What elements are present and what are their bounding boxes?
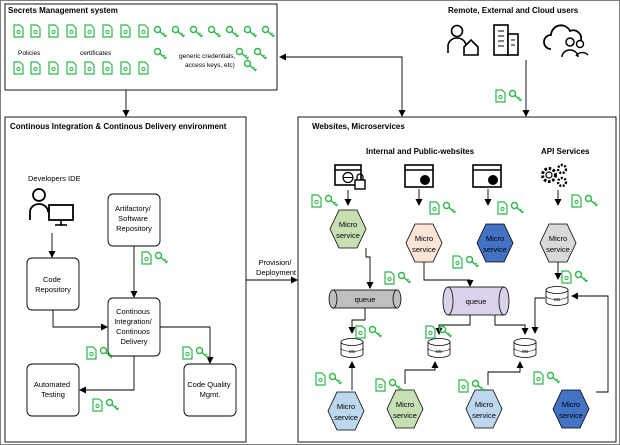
code-repository-label: Code Repository [35,275,71,294]
document-key-icon [138,24,149,38]
policies-label: Policies [18,50,41,57]
database-icon: DB [545,286,569,306]
secrets-title: Secrets Management system [8,6,118,15]
document-key-icon [48,61,59,75]
developers-ide-label: Developers IDE [28,174,81,183]
document-key-icon [102,61,113,75]
queue-lilac: queue [442,286,510,316]
provision-label: Provision/ Deployment [256,258,297,277]
db-label: DB [436,349,442,354]
db-label: DB [522,349,528,354]
secrets-panel [4,3,278,91]
document-key-icon [138,61,149,75]
queue-label: queue [355,295,376,304]
document-key-icon [13,61,24,75]
document-key-icon [102,24,113,38]
developer-workstation-icon [29,188,74,226]
ci-cd-label: Continous Integration/ Continuos Deliver… [114,307,154,346]
queue-gray: queue [328,289,402,309]
code-repository-box [26,257,80,311]
secure-website-icon [334,164,366,190]
document-key-icon [48,24,59,38]
website-globe-icon [404,164,434,188]
automated-testing-label: Automated Testing [34,380,72,399]
code-quality-box [183,363,237,417]
code-quality-label: Code Quality Mgmt. [187,380,232,399]
remote-user-home-icon [447,24,479,56]
document-key-icon [84,61,95,75]
cicd-connectors [48,233,214,394]
artifactory-label: Artifactory/ Software Repository [115,204,153,233]
database-icon: DB [340,338,364,358]
database-icon: DB [427,338,451,358]
document-key-icon [66,61,77,75]
document-key-icon [120,24,131,38]
website-globe-icon-2 [472,164,502,188]
document-key-icon [120,61,131,75]
queue-label-2: queue [466,297,487,306]
document-key-icon [66,24,77,38]
certificates-label: certificates [80,50,112,57]
db-label: DB [349,349,355,354]
db-label: DB [554,297,560,302]
document-key-icon [30,24,41,38]
cicd-title: Continous Integration & Continous Delive… [10,122,227,131]
generic-credentials-label: generic credentials, [179,53,236,60]
document-key-icon [30,61,41,75]
external-office-icon [493,24,519,56]
internal-public-label: Internal and Public-websites [366,147,475,156]
api-services-label: API Services [541,147,590,156]
users-title: Remote, External and Cloud users [448,6,579,15]
api-gears-icon [541,163,568,188]
database-icon: DB [513,338,537,358]
document-key-icon [13,24,24,38]
cloud-users-icon [543,24,589,58]
access-keys-label: access keys, etc) [185,62,235,69]
websites-title: Websites, Microservices [312,122,405,131]
document-key-icon [84,24,95,38]
